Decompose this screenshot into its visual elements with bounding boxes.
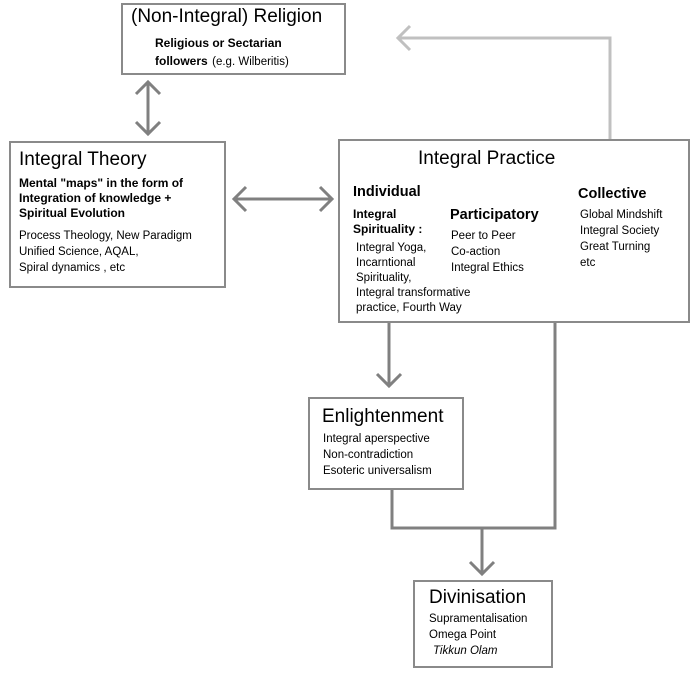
- enlightenment-box: Enlightenment Integral aperspective Non-…: [308, 397, 464, 490]
- enlightenment-item-2: Non-contradiction: [323, 449, 414, 461]
- divinisation-item-1: Supramentalisation: [429, 613, 528, 625]
- enlightenment-title: Enlightenment: [322, 406, 444, 427]
- religion-box: (Non-Integral) Religion Religious or Sec…: [121, 3, 346, 75]
- integral-theory-box: Integral Theory Mental "maps" in the for…: [9, 141, 226, 288]
- integral-theory-item-2: Unified Science, AQAL,: [19, 246, 139, 258]
- individual-item-2: Incarntional: [356, 257, 416, 269]
- integral-theory-desc-1: Mental "maps" in the form of: [19, 176, 184, 190]
- divinisation-title: Divinisation: [429, 587, 527, 608]
- individual-item-1: Integral Yoga,: [356, 242, 427, 254]
- individual-heading: Individual: [353, 184, 421, 200]
- individual-item-3: Spirituality,: [356, 272, 412, 284]
- feedback-arrow: [395, 24, 612, 176]
- participatory-item-3: Integral Ethics: [451, 262, 524, 274]
- participatory-item-1: Peer to Peer: [451, 230, 516, 242]
- religion-line-2-rest: (e.g. Wilberitis): [212, 56, 289, 68]
- individual-sub-1: Integral: [353, 207, 397, 221]
- integral-practice-box: Integral Practice Individual Integral Sp…: [338, 139, 690, 323]
- individual-item-5: practice, Fourth Way: [356, 302, 462, 314]
- divinisation-item-2: Omega Point: [429, 629, 497, 641]
- collective-item-1: Global Mindshift: [580, 209, 663, 221]
- religion-line-1: Religious or Sectarian: [155, 36, 282, 50]
- individual-sub-2: Spirituality :: [353, 222, 423, 236]
- collective-item-2: Integral Society: [580, 225, 660, 237]
- religion-title: (Non-Integral) Religion: [131, 6, 323, 27]
- individual-item-4: Integral transformative: [356, 287, 471, 299]
- integral-theory-item-3: Spiral dynamics , etc: [19, 262, 126, 274]
- participatory-item-2: Co-action: [451, 246, 501, 258]
- collective-item-3: Great Turning: [580, 241, 651, 253]
- integral-theory-title: Integral Theory: [19, 149, 147, 170]
- integral-theory-desc-2: Integration of knowledge +: [19, 191, 172, 205]
- practice-enlightenment-arrow: [375, 323, 403, 389]
- divinisation-box: Divinisation Supramentalisation Omega Po…: [413, 580, 553, 668]
- collective-item-4: etc: [580, 257, 596, 269]
- theory-practice-double-arrow: [231, 185, 335, 213]
- religion-line-2-bold: followers: [155, 54, 208, 68]
- to-divinisation-arrow: [390, 323, 557, 577]
- collective-heading: Collective: [578, 186, 647, 202]
- divinisation-item-3: Tikkun Olam: [433, 645, 498, 657]
- enlightenment-item-3: Esoteric universalism: [323, 465, 432, 477]
- participatory-heading: Participatory: [450, 207, 539, 223]
- religion-line-2: followers (e.g. Wilberitis): [155, 51, 289, 70]
- religion-theory-double-arrow: [134, 79, 162, 137]
- integral-theory-item-1: Process Theology, New Paradigm: [19, 230, 192, 242]
- integral-practice-title: Integral Practice: [418, 148, 556, 169]
- integral-theory-desc-3: Spiritual Evolution: [19, 206, 126, 220]
- enlightenment-item-1: Integral aperspective: [323, 433, 430, 445]
